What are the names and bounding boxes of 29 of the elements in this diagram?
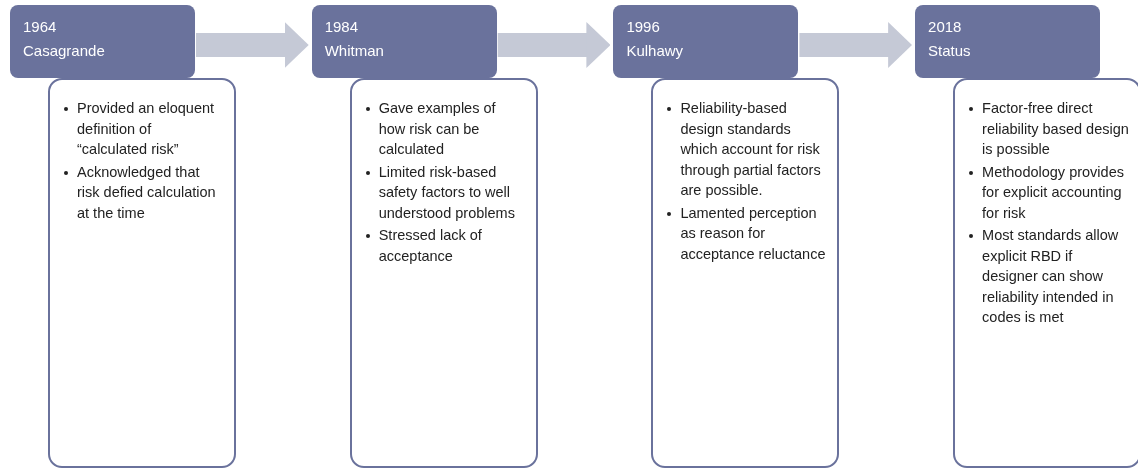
header-box: [915, 5, 1101, 78]
bullet-text: Reliability-based design standards which account for risk through partial factors are possible.: [680, 99, 822, 200]
block-arrow: [497, 22, 611, 68]
name-label: Status: [928, 41, 972, 61]
year-label: 1984: [324, 17, 360, 37]
bullet-text: Lamented perception as reason for acceptance reluctance: [680, 203, 827, 264]
bullet-text: Stressed lack of acceptance: [378, 226, 483, 266]
bullet-card: [953, 78, 1138, 468]
bullet-text: Factor-free direct reliability based design is possible: [982, 99, 1130, 159]
bullet-text: Gave examples of how risk can be calculated: [378, 99, 497, 159]
bullet-card: [349, 78, 538, 468]
bullet-card: [48, 78, 236, 468]
bullet-card: [651, 78, 840, 468]
name-label: Whitman: [324, 41, 385, 61]
year-label: 1964: [23, 17, 58, 37]
header-box: [613, 5, 799, 78]
bullet-text: Methodology provides for explicit accounting for risk: [982, 162, 1125, 223]
bullet-text: Most standards allow explicit RBD if designer can show reliability intended in codes is met: [982, 226, 1120, 327]
year-label: 2018: [928, 17, 963, 37]
bullet-text: Limited risk-based safety factors to well understood problems: [378, 162, 516, 223]
name-label: Kulhawy: [626, 41, 685, 61]
bullet-text: Acknowledged that risk defied calculation at the time: [77, 162, 217, 223]
year-label: 1996: [626, 17, 661, 37]
name-label: Casagrande: [23, 41, 106, 61]
block-arrow: [799, 22, 913, 68]
bullet-text: Provided an eloquent definition of “calculated risk”: [77, 99, 216, 159]
header-box: [10, 5, 195, 78]
header-box: [311, 5, 497, 78]
block-arrow: [196, 22, 309, 68]
